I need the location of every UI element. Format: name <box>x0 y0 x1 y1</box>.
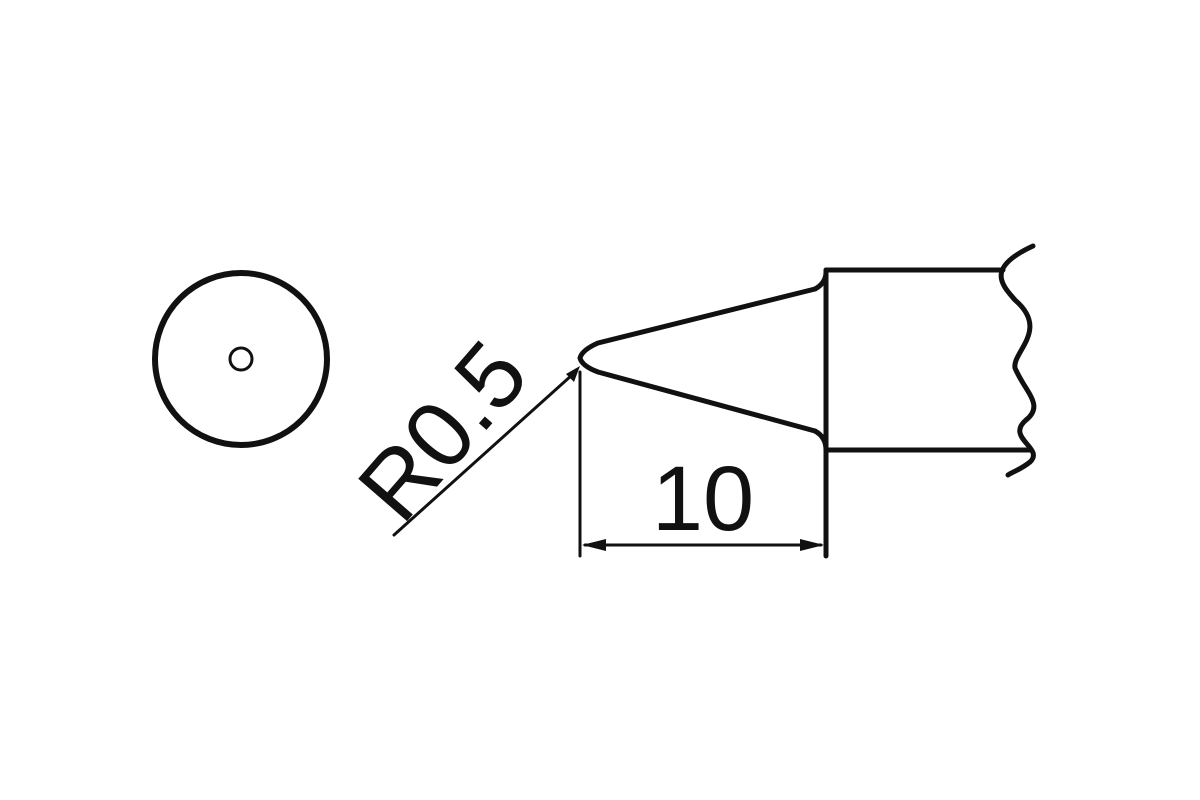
end-view-center-point <box>228 346 254 372</box>
dimension-arrowhead-right <box>800 539 824 551</box>
tip-cone-outline <box>577 286 818 434</box>
radius-callout: R0.5 <box>338 321 580 540</box>
length-dimension: 10 <box>578 370 824 558</box>
end-view-outer-circle <box>152 270 330 448</box>
radius-label: R0.5 <box>338 321 548 540</box>
tip-side-profile <box>577 243 1037 559</box>
dimension-arrowhead-left <box>582 539 606 551</box>
radius-leader-line <box>392 373 574 537</box>
end-view <box>152 270 330 448</box>
radius-leader-arrowhead <box>566 366 580 382</box>
shank-break-line <box>998 243 1037 478</box>
length-label: 10 <box>652 448 754 550</box>
